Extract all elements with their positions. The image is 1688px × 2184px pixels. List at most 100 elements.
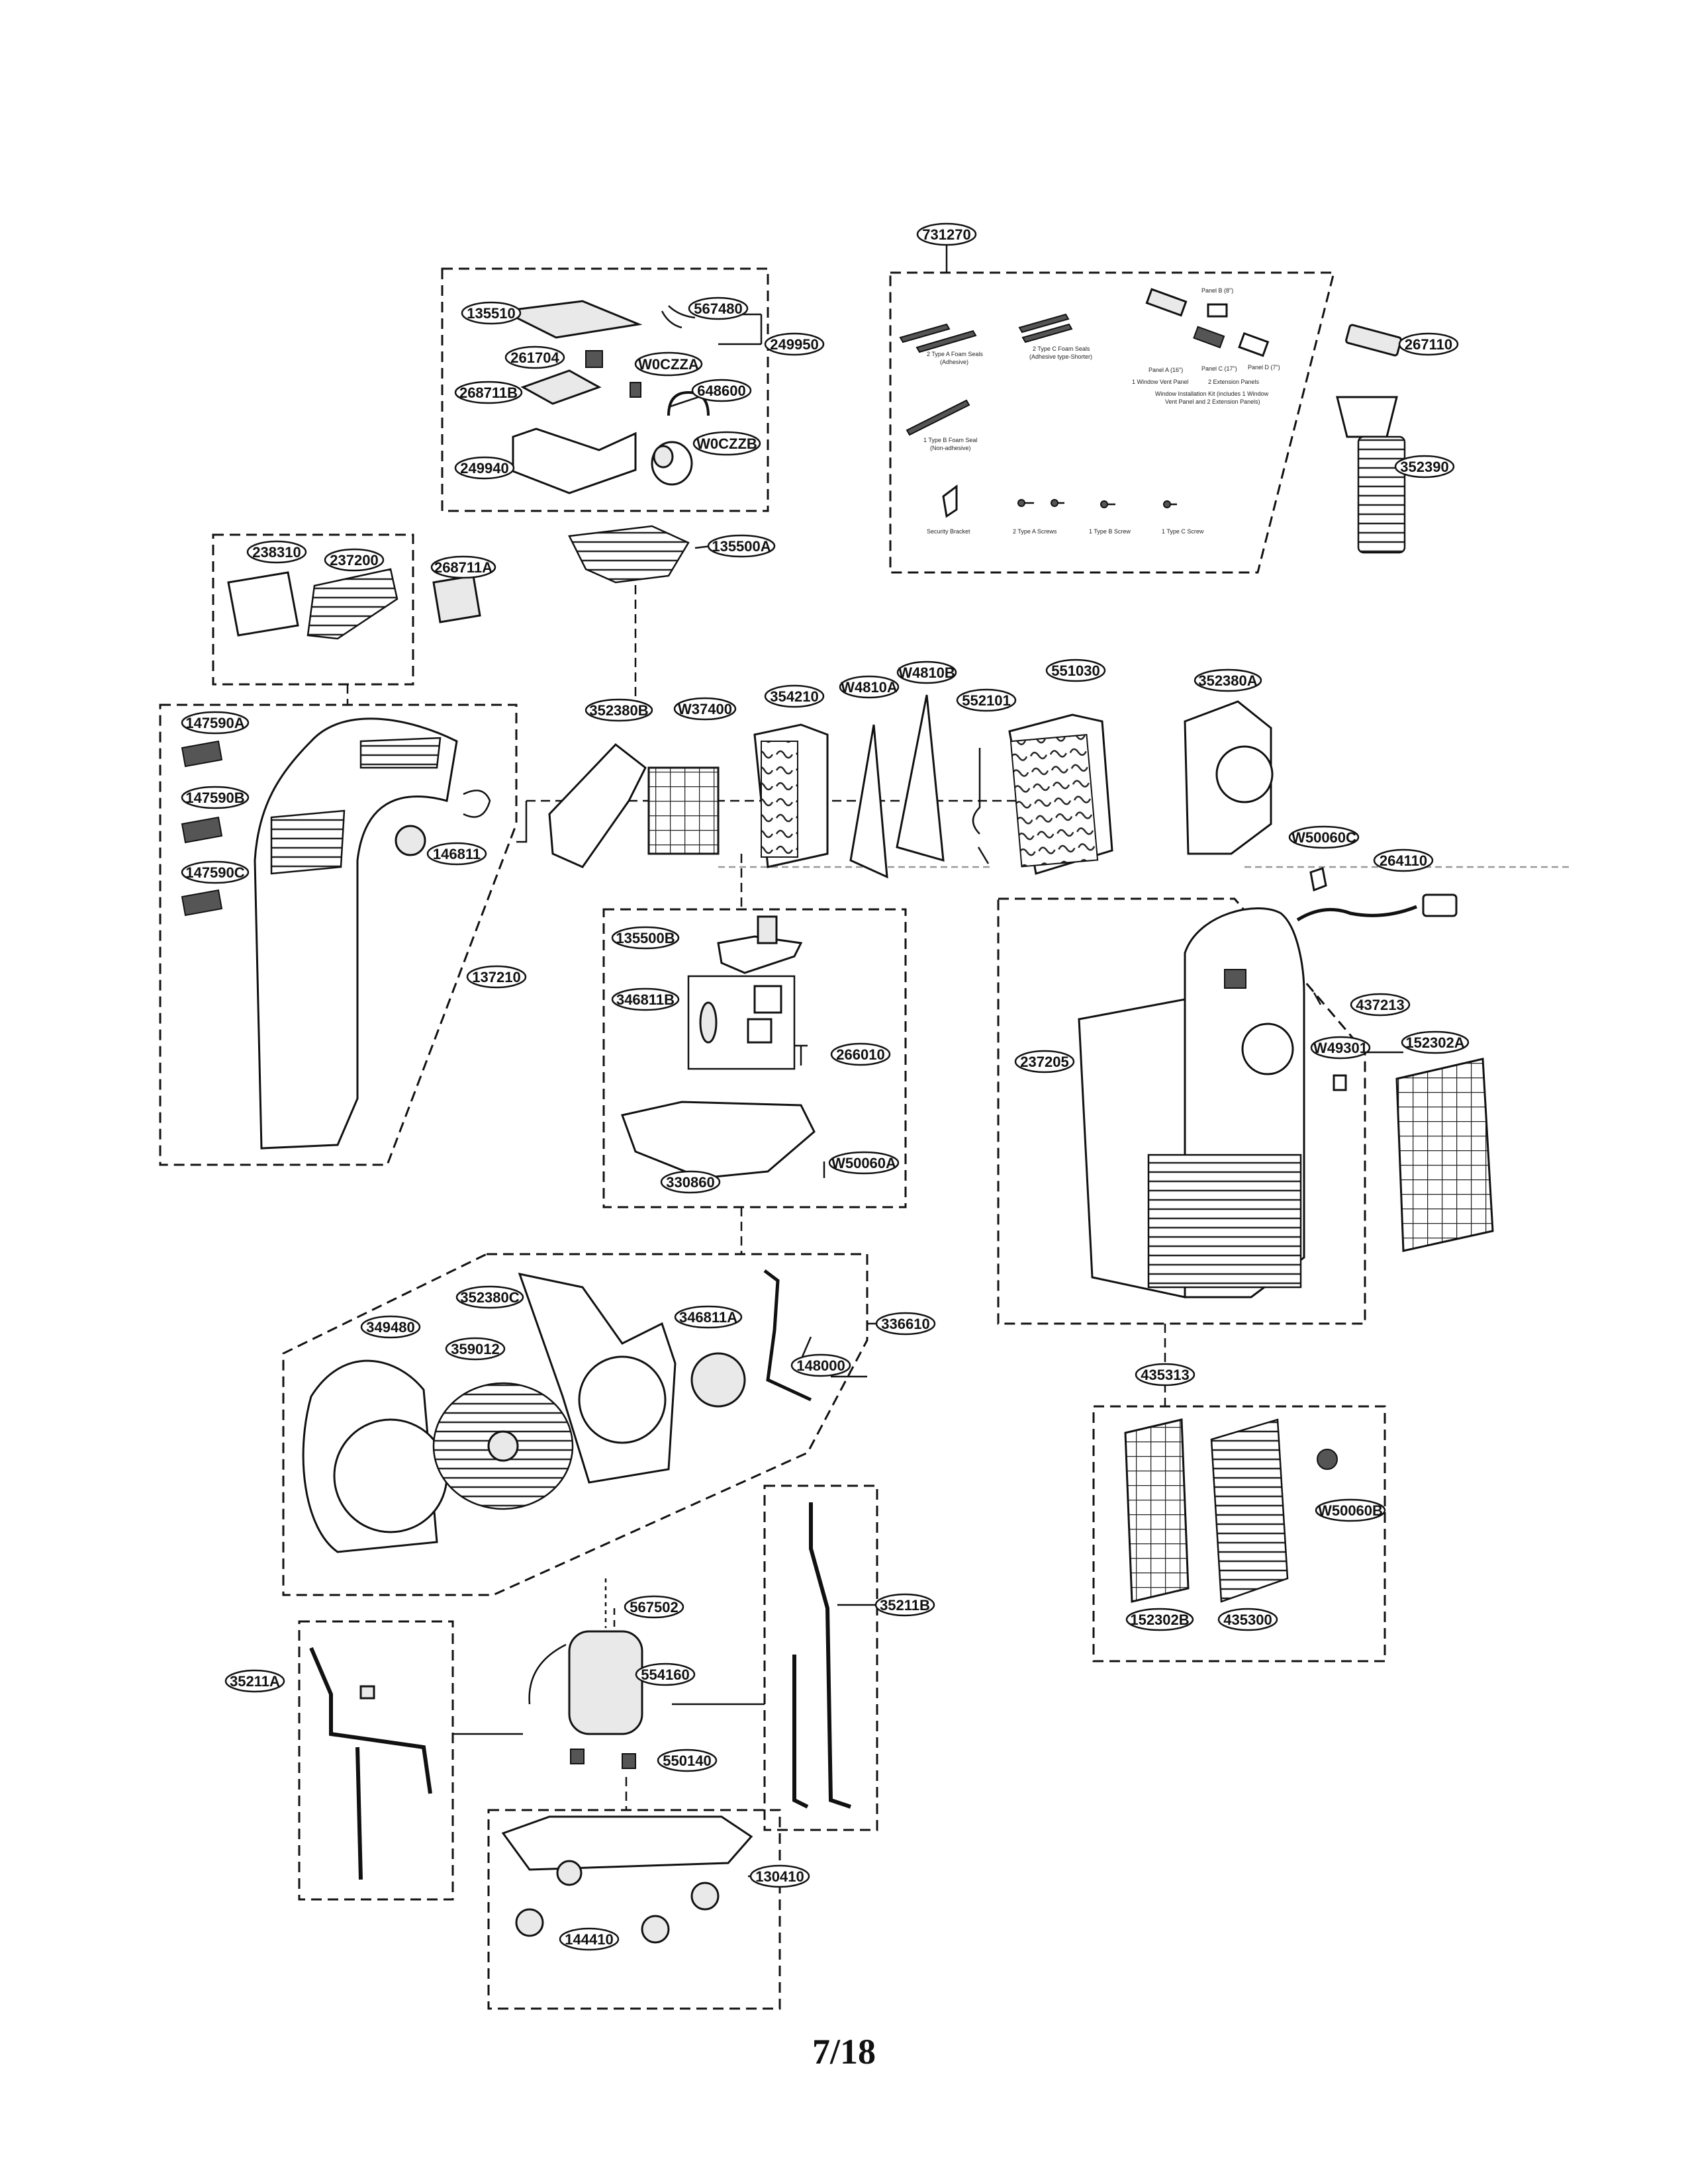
type-b-foam-text: 1 Type B Foam Seal bbox=[923, 437, 977, 443]
part-shape-346811B bbox=[699, 1001, 718, 1044]
part-shape-W4810A bbox=[849, 724, 888, 879]
front-panel-parts bbox=[181, 717, 491, 1150]
svg-text:130410: 130410 bbox=[755, 1868, 804, 1885]
svg-text:35211B: 35211B bbox=[880, 1597, 930, 1614]
part-shape-135510 bbox=[499, 300, 643, 339]
box-rear-filter bbox=[1092, 1405, 1386, 1662]
svg-text:35211A: 35211A bbox=[230, 1673, 280, 1690]
svg-text:152302B: 152302B bbox=[1130, 1612, 1189, 1628]
box-discharge-pipe bbox=[763, 1484, 878, 1831]
box-window-kit bbox=[889, 271, 1335, 574]
callout-135500A: 135500A bbox=[707, 534, 776, 558]
part-shape-148000 bbox=[763, 1269, 812, 1402]
svg-text:266010: 266010 bbox=[836, 1046, 884, 1063]
callout-147590C: 147590C bbox=[181, 860, 250, 884]
callout-266010: 266010 bbox=[830, 1042, 891, 1066]
svg-text:237200: 237200 bbox=[330, 552, 378, 569]
part-shape-346811A bbox=[690, 1352, 746, 1408]
type-c-foam-text: 2 Type C Foam Seals bbox=[1033, 345, 1090, 352]
type-b-foam-sub-text: (Non-adhesive) bbox=[930, 445, 971, 451]
callout-152302B: 152302B bbox=[1125, 1608, 1194, 1631]
type-a-foam-text: 2 Type A Foam Seals bbox=[927, 351, 983, 357]
part-shape-238310 bbox=[227, 571, 299, 637]
svg-text:352380B: 352380B bbox=[589, 702, 648, 719]
part-shape-261704 bbox=[585, 350, 603, 368]
callout-W50060C: W50060C bbox=[1288, 825, 1360, 849]
callout-352390: 352390 bbox=[1394, 455, 1455, 478]
svg-text:135510: 135510 bbox=[467, 305, 515, 322]
callout-152302A: 152302A bbox=[1401, 1030, 1470, 1054]
part-shape-266010 bbox=[794, 1044, 808, 1066]
callout-237200: 237200 bbox=[324, 548, 385, 572]
callout-352380C: 352380C bbox=[455, 1285, 524, 1309]
svg-text:268711B: 268711B bbox=[459, 385, 518, 401]
window-kit-text: 2 Type A Foam Seals (Adhesive) 2 Type C … bbox=[923, 287, 1280, 535]
callout-435300: 435300 bbox=[1217, 1608, 1278, 1631]
callout-35211A: 35211A bbox=[224, 1669, 285, 1693]
box-blower-assembly bbox=[282, 1253, 868, 1596]
part-shape-264110 bbox=[1296, 905, 1417, 922]
callout-148000: 148000 bbox=[790, 1353, 851, 1377]
box-suction-pipe bbox=[298, 1620, 454, 1901]
window-kit-parts bbox=[899, 288, 1270, 518]
svg-text:W0CZZA: W0CZZA bbox=[638, 356, 699, 373]
callout-137210: 137210 bbox=[466, 965, 527, 989]
svg-text:152302A: 152302A bbox=[1405, 1034, 1464, 1051]
svg-text:W4810A: W4810A bbox=[841, 679, 898, 696]
part-shape-146811 bbox=[395, 825, 426, 856]
part-shape-352390 bbox=[1336, 396, 1398, 438]
callout-346811A: 346811A bbox=[674, 1305, 743, 1329]
part-shape-550140 bbox=[622, 1753, 636, 1769]
svg-text:648600: 648600 bbox=[697, 383, 745, 399]
page-number: 7/18 bbox=[812, 2032, 876, 2071]
callout-268711A: 268711A bbox=[430, 555, 496, 579]
part-shape-35211B bbox=[792, 1502, 851, 1809]
part-shape-554160 bbox=[568, 1630, 643, 1735]
callout-130410: 130410 bbox=[749, 1864, 810, 1888]
callout-648600: 648600 bbox=[691, 379, 752, 402]
part-shape-W4810B bbox=[896, 694, 945, 862]
svg-text:135500B: 135500B bbox=[616, 930, 675, 946]
svg-text:551030: 551030 bbox=[1051, 662, 1100, 679]
svg-text:W50060C: W50060C bbox=[1291, 829, 1356, 846]
part-shape-552101 bbox=[972, 748, 990, 864]
svg-text:346811B: 346811B bbox=[616, 991, 675, 1008]
callout-268711B: 268711B bbox=[454, 381, 523, 404]
svg-text:W37400: W37400 bbox=[678, 701, 732, 717]
box-rear-cabinet bbox=[997, 897, 1366, 1325]
part-shape-567480 bbox=[661, 305, 696, 329]
group-frames bbox=[159, 267, 1386, 2010]
part-shape-268711B bbox=[520, 369, 602, 405]
callout-W4810A: W4810A bbox=[839, 675, 900, 699]
panel-c-text: Panel C (17") bbox=[1201, 365, 1237, 372]
box-front-grille bbox=[212, 533, 414, 686]
svg-text:W4810B: W4810B bbox=[898, 664, 955, 681]
svg-text:W0CZZB: W0CZZB bbox=[696, 435, 757, 452]
svg-text:237205: 237205 bbox=[1020, 1054, 1068, 1070]
part-callouts: 731270 135510 567480 249950 261704 W0CZZ… bbox=[181, 222, 1470, 1951]
panel-b-text: Panel B (8") bbox=[1201, 287, 1233, 294]
callout-330860: 330860 bbox=[660, 1170, 721, 1194]
svg-text:146811: 146811 bbox=[433, 846, 481, 862]
part-shape-144410 bbox=[515, 1860, 720, 1944]
callout-135510: 135510 bbox=[461, 301, 522, 325]
svg-text:261704: 261704 bbox=[510, 349, 559, 366]
callout-W0CZZB: W0CZZB bbox=[692, 431, 761, 456]
panel-d-text: Panel D (7") bbox=[1248, 364, 1280, 371]
svg-text:352380C: 352380C bbox=[460, 1289, 519, 1306]
callout-567502: 567502 bbox=[624, 1595, 684, 1619]
box-front-panel bbox=[159, 704, 518, 1166]
type-a-screws-text: 2 Type A Screws bbox=[1013, 528, 1057, 535]
svg-text:144410: 144410 bbox=[565, 1931, 613, 1948]
window-vent-panel-text: 1 Window Vent Panel bbox=[1132, 379, 1189, 385]
callout-359012: 359012 bbox=[445, 1337, 506, 1361]
svg-text:349480: 349480 bbox=[366, 1319, 414, 1336]
svg-text:731270: 731270 bbox=[922, 226, 970, 243]
svg-text:264110: 264110 bbox=[1380, 852, 1427, 869]
svg-text:135500A: 135500A bbox=[712, 538, 771, 555]
part-shape-330860 bbox=[621, 1101, 816, 1179]
callout-550140: 550140 bbox=[657, 1749, 718, 1772]
part-shape-268711A bbox=[432, 574, 481, 623]
callout-249940: 249940 bbox=[454, 456, 515, 480]
svg-text:238310: 238310 bbox=[252, 544, 301, 561]
